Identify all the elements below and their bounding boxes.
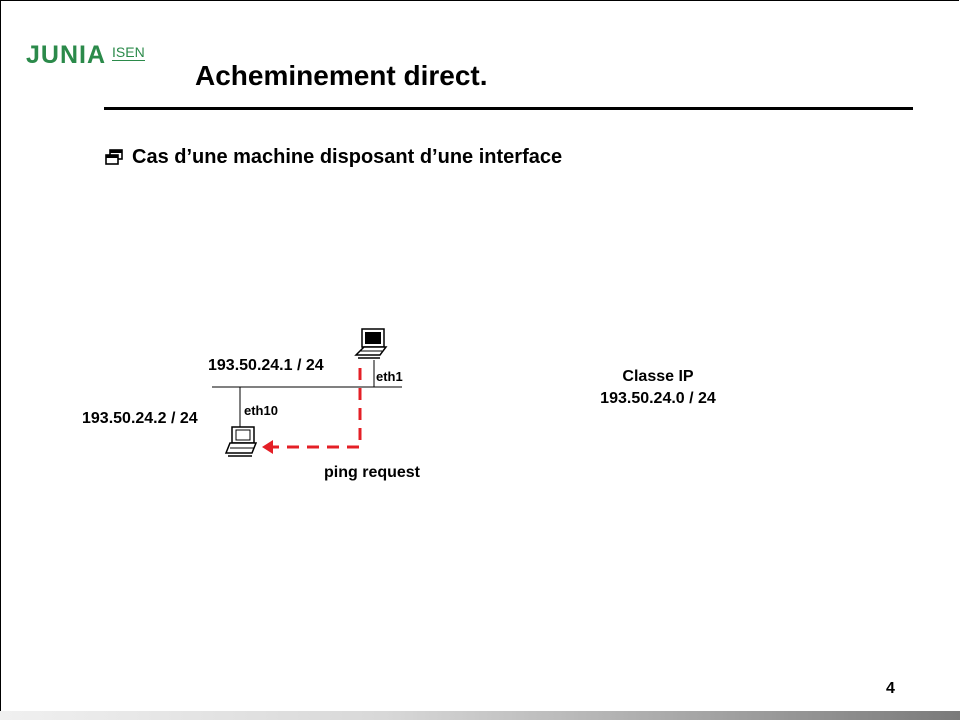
network-ip-label: 193.50.24.0 / 24: [600, 390, 716, 407]
logo-sub-text: ISEN: [112, 44, 145, 61]
title-underline: [104, 107, 913, 110]
logo-main-text: JUNIA: [26, 41, 107, 69]
ping-request-label: ping request: [324, 464, 421, 481]
computer-icon: [224, 426, 258, 457]
window-bullet-icon: [105, 148, 123, 165]
host1-ip-label: 193.50.24.1 / 24: [208, 357, 324, 374]
host1-interface-label: eth1: [376, 369, 403, 384]
slide-title: Acheminement direct.: [195, 60, 488, 91]
ping-request-arrow: [262, 368, 362, 454]
footer-gradient-bar: [0, 711, 960, 720]
computer-icon: [354, 328, 388, 359]
host2-interface-label: eth10: [244, 403, 278, 418]
network-class-label: Classe IP: [622, 368, 694, 385]
bullet-text: Cas d’une machine disposant d’une interf…: [132, 146, 563, 168]
host2-ip-label: 193.50.24.2 / 24: [82, 410, 198, 427]
junia-isen-logo: JUNIA ISEN: [26, 40, 145, 70]
page-number: 4: [886, 680, 895, 697]
bullet-item: Cas d’une machine disposant d’une interf…: [104, 146, 562, 169]
